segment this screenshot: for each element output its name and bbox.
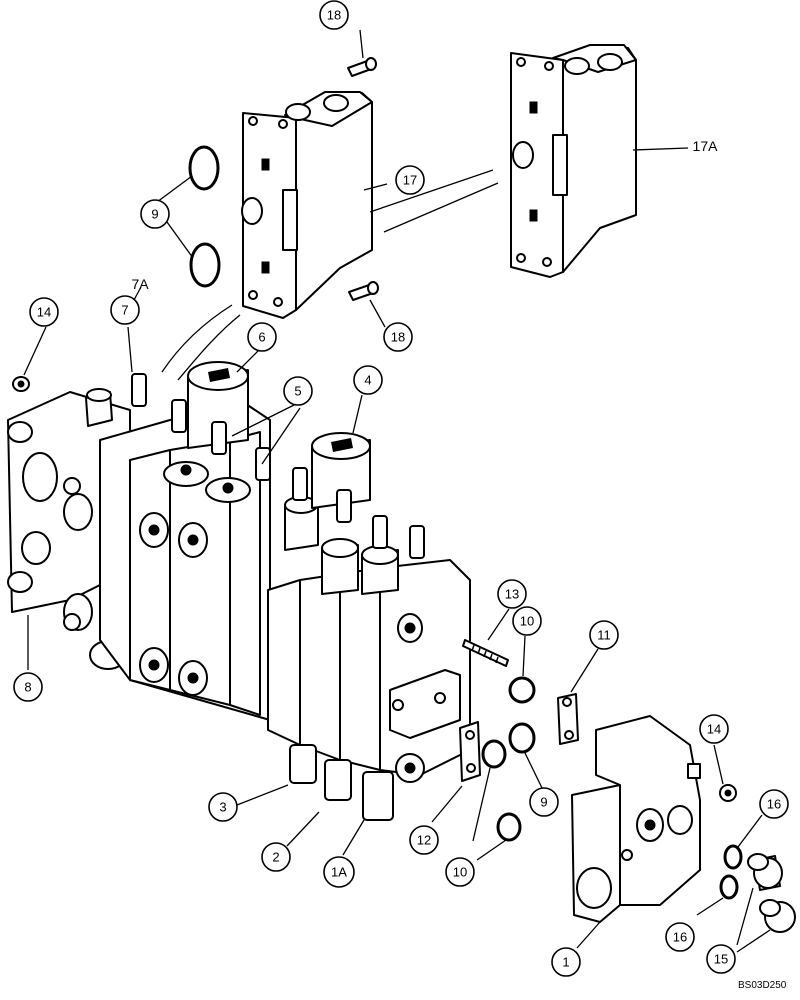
callout-18-top: 18 xyxy=(319,0,349,30)
callout-5: 5 xyxy=(283,376,313,406)
relief-valve-cap-6 xyxy=(187,361,249,449)
callout-16-lower: 16 xyxy=(665,922,695,952)
callout-10-top: 10 xyxy=(512,606,542,636)
callout-label: 3 xyxy=(219,800,226,815)
callout-label: 10 xyxy=(520,614,534,629)
label-17a: 17A xyxy=(693,138,719,154)
callout-16-upper: 16 xyxy=(759,789,789,819)
callout-label: 16 xyxy=(673,930,687,945)
callout-7: 7 xyxy=(110,295,140,325)
screw-18-upper xyxy=(347,57,377,77)
drawing-code: BS03D250 xyxy=(738,980,787,991)
callout-15: 15 xyxy=(706,944,736,974)
nut-14-right xyxy=(719,784,737,802)
callout-label: 16 xyxy=(767,797,781,812)
nut-14-left xyxy=(12,376,30,392)
callout-18-mid: 18 xyxy=(383,322,413,352)
o-ring-10-lower xyxy=(496,812,522,842)
callout-14-left: 14 xyxy=(29,297,59,327)
end-cover-17 xyxy=(241,91,373,319)
callout-11: 11 xyxy=(589,620,619,650)
relief-valve-cap-4 xyxy=(311,432,371,509)
callout-2: 2 xyxy=(261,842,291,872)
callout-label: 12 xyxy=(417,833,431,848)
label-7a: 7A xyxy=(131,276,149,292)
plug-15-upper xyxy=(747,853,783,891)
callout-label: 10 xyxy=(453,865,467,880)
o-ring-16-upper xyxy=(723,844,743,870)
callout-label: 2 xyxy=(272,850,279,865)
o-ring-10-mid xyxy=(481,739,507,769)
callout-label: 17 xyxy=(403,173,417,188)
plug-15-lower xyxy=(759,899,796,933)
o-ring-9-upper xyxy=(188,145,220,191)
stud-13 xyxy=(462,639,509,667)
callout-label: 6 xyxy=(258,330,265,345)
callout-label: 15 xyxy=(714,952,728,967)
o-ring-9-lower xyxy=(189,242,221,288)
callout-label: 9 xyxy=(540,795,547,810)
callout-14-right: 14 xyxy=(699,714,729,744)
o-ring-10-upper xyxy=(508,676,536,704)
screw-18-lower xyxy=(348,281,379,301)
callout-label: 14 xyxy=(707,722,721,737)
spool-ends xyxy=(131,373,425,559)
callout-4: 4 xyxy=(353,365,383,395)
callout-label: 9 xyxy=(151,207,158,222)
o-ring-9-bottom xyxy=(508,722,536,754)
callout-1a: 1A xyxy=(323,856,355,888)
callout-label: 8 xyxy=(24,680,31,695)
callout-9-top: 9 xyxy=(140,199,170,229)
callout-label: 1A xyxy=(331,865,347,880)
outlet-end-cover-1 xyxy=(571,715,701,923)
callout-9-bottom: 9 xyxy=(529,787,559,817)
hex-plug-main xyxy=(85,388,113,427)
callout-label: 13 xyxy=(505,587,519,602)
control-valve-body xyxy=(7,391,471,821)
callout-label: 18 xyxy=(391,330,405,345)
callout-13: 13 xyxy=(497,579,527,609)
callout-label: 1 xyxy=(562,955,569,970)
callout-label: 5 xyxy=(294,384,301,399)
callout-12: 12 xyxy=(409,825,439,855)
callout-label: 7 xyxy=(121,303,128,318)
assembly-guide-line xyxy=(161,304,233,373)
alternate-guide-line xyxy=(369,169,494,213)
alternate-guide-line xyxy=(383,182,499,233)
end-cover-17a xyxy=(510,44,637,278)
callout-label: 18 xyxy=(327,8,341,23)
callout-3: 3 xyxy=(208,792,238,822)
callout-8: 8 xyxy=(13,672,43,702)
leader-lines xyxy=(23,29,771,953)
callout-label: 11 xyxy=(597,628,611,643)
callout-6: 6 xyxy=(247,322,277,352)
callout-label: 4 xyxy=(364,373,371,388)
o-ring-16-lower xyxy=(719,874,739,900)
callout-17: 17 xyxy=(395,165,425,195)
callout-10-bottom: 10 xyxy=(445,857,475,887)
callout-label: 14 xyxy=(37,305,51,320)
assembly-guide-line xyxy=(177,314,241,381)
callout-1: 1 xyxy=(551,947,581,977)
gasket-11 xyxy=(557,693,579,745)
gasket-12 xyxy=(459,721,481,782)
